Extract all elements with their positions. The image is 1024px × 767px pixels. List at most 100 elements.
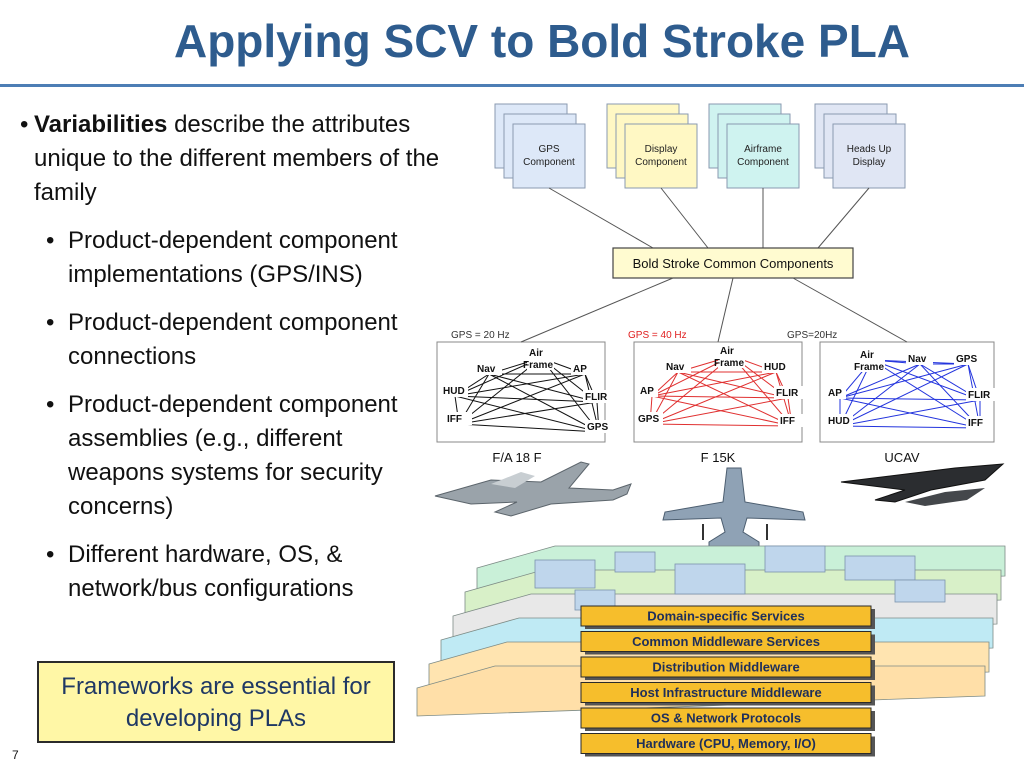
layer-bar — [580, 682, 872, 703]
node-label: Air — [720, 346, 734, 357]
node-label: Frame — [523, 360, 553, 371]
layer-label: Host Infrastructure Middleware — [630, 685, 821, 700]
connection-line — [649, 397, 789, 425]
page-title: Applying SCV to Bold Stroke PLA — [0, 14, 1024, 68]
connection-line — [649, 371, 777, 425]
jet-body — [662, 467, 806, 549]
stack-block — [674, 563, 746, 595]
node-label: FLIR — [585, 392, 608, 403]
page-number: 7 — [12, 748, 19, 762]
layer-label: Distribution Middleware — [652, 660, 799, 675]
connection-line — [839, 363, 921, 399]
node-label: HUD — [443, 386, 465, 397]
bullet-sub-text: Product-dependent component assemblies (… — [68, 391, 398, 520]
node-label: GPS — [638, 414, 659, 425]
jet-body — [434, 461, 632, 517]
node-label: AP — [573, 364, 587, 375]
connection-line — [839, 363, 921, 427]
node-bg — [966, 388, 1000, 401]
connection-line — [871, 359, 981, 401]
component-label: Airframe — [744, 144, 782, 155]
layer-label: Hardware (CPU, Memory, I/O) — [636, 736, 816, 751]
layer-bar — [580, 733, 872, 754]
product-name: UCAV — [884, 450, 919, 465]
callout-box: Frameworks are essential for developing … — [37, 661, 395, 743]
connection-line — [677, 371, 789, 399]
bullet-dot: • — [46, 541, 55, 568]
bullet-sub-1: • Product-dependent component implementat… — [12, 224, 442, 292]
connection-line — [839, 363, 969, 399]
node-label: Nav — [908, 354, 927, 365]
connector-line — [792, 277, 908, 343]
bullet-dot: • — [20, 111, 29, 138]
connection-line — [488, 373, 600, 433]
gps-rate-label: GPS=20Hz — [787, 330, 837, 341]
node-bg — [718, 344, 745, 368]
jet-canopy — [491, 472, 535, 488]
bullet-dot: • — [46, 227, 55, 254]
layer-bar — [580, 605, 872, 627]
middleware-layer: OS & Network Protocols — [580, 707, 875, 731]
bullet-dot: • — [46, 309, 55, 336]
ucav-drone-image — [840, 463, 1005, 506]
harrier-jet-image — [662, 467, 806, 549]
component-label: Heads Up — [847, 144, 892, 155]
connection-line — [839, 425, 981, 429]
component-card — [512, 123, 586, 189]
bullet-list: •Variabilities describe the attributes u… — [12, 108, 442, 606]
fighter-jet-image — [434, 461, 632, 517]
product-name: F 15K — [701, 450, 736, 465]
product-name: F/A 18 F — [492, 450, 541, 465]
node-bg — [475, 362, 502, 375]
node-bg — [585, 420, 612, 433]
connection-line — [649, 423, 793, 427]
node-label: GPS — [587, 422, 608, 433]
layer-bar — [580, 631, 872, 652]
node-label: IFF — [780, 416, 795, 427]
node-bg — [638, 384, 658, 397]
stack-block — [844, 555, 916, 581]
connection-line — [871, 359, 981, 429]
gps-rate-label: GPS = 20 Hz — [451, 330, 510, 341]
component-label: Display — [853, 157, 886, 168]
node-bg — [636, 412, 663, 425]
title-text: Applying SCV to Bold Stroke PLA — [173, 15, 911, 67]
connector-line — [717, 277, 734, 343]
middleware-layer: Distribution Middleware — [580, 656, 875, 680]
component-label: GPS — [538, 144, 559, 155]
stack-block — [894, 579, 946, 603]
title-rule — [0, 84, 1024, 87]
node-bg — [762, 360, 789, 373]
middleware-layer: Hardware (CPU, Memory, I/O) — [580, 733, 875, 757]
connection-line — [488, 373, 598, 403]
node-label: Air — [860, 350, 874, 361]
jet-landing-gear — [702, 524, 768, 540]
connector-line — [548, 187, 654, 249]
bullet-sub-text: Product-dependent component implementati… — [68, 227, 398, 288]
bullet-dot: • — [46, 391, 55, 418]
callout-text: Frameworks are essential for developing … — [61, 673, 371, 732]
component-label: Component — [635, 157, 687, 168]
layer-bar — [580, 656, 872, 678]
node-bg — [906, 352, 933, 365]
connection-line — [651, 395, 789, 399]
connection-line — [839, 399, 981, 427]
common-components-label: Bold Stroke Common Components — [633, 256, 834, 271]
component-label: Display — [645, 144, 678, 155]
connection-line — [458, 401, 598, 425]
connection-line — [454, 395, 598, 403]
bullet-sub-text: Product-dependent component connections — [68, 309, 398, 370]
connector-line — [660, 187, 709, 249]
component-label: Component — [737, 157, 789, 168]
connection-line — [458, 423, 600, 433]
stack-block — [534, 559, 596, 589]
layer-label: Common Middleware Services — [632, 634, 820, 649]
layer-bar — [580, 707, 872, 729]
bullet-sub-4: •Different hardware, OS, & network/bus c… — [12, 538, 442, 606]
connection-line — [651, 371, 777, 397]
